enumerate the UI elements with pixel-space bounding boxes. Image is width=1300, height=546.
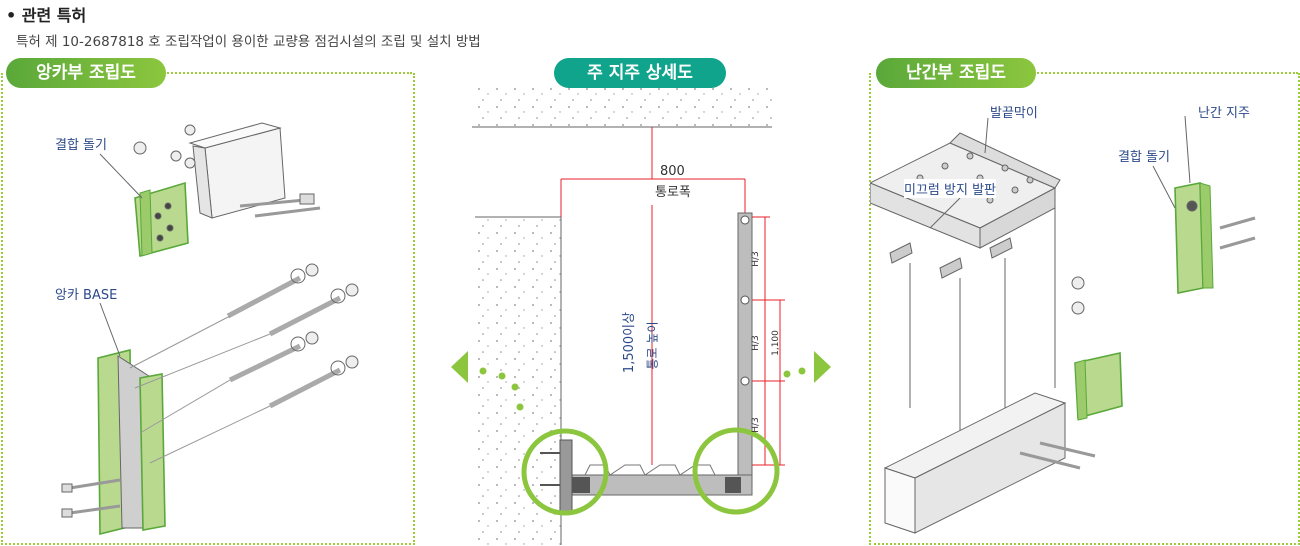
toe-board-label: 발끝막이 [990, 106, 1038, 121]
section-title: • 관련 특허 [6, 6, 87, 25]
anchor-assembly-title: 앙카부 조립도 [6, 58, 166, 88]
anchor-assembly-panel [1, 73, 415, 545]
rail-height-label: 1,100 [770, 330, 781, 356]
coupling-label: 결합 돌기 [55, 138, 107, 153]
arrow-right-icon [814, 351, 831, 383]
height-value: 1,500이상 [622, 311, 638, 374]
arrow-left-icon [451, 351, 468, 383]
height-name: 통로 높이 [645, 321, 660, 370]
post-label: 난간 지주 [1198, 106, 1250, 121]
anti-slip-label: 미끄럼 방지 발판 [904, 179, 996, 198]
railing-assembly-panel [869, 73, 1300, 545]
railing-assembly-drawing [870, 115, 1256, 534]
post-detail-drawing [472, 85, 806, 545]
width-value: 800 [660, 164, 685, 179]
post-detail-title: 주 지주 상세도 [554, 58, 726, 88]
anchor-base-label: 앙카 BASE [55, 288, 118, 303]
railing-assembly-title: 난간부 조립도 [876, 58, 1036, 88]
h3-label-bottom: H/3 [750, 417, 761, 433]
h3-label-middle: H/3 [750, 335, 761, 351]
right-coupling-label: 결합 돌기 [1118, 150, 1170, 165]
patent-reference: 특허 제 10-2687818 호 조립작업이 용이한 교량용 점검시설의 조립… [16, 34, 481, 50]
anchor-assembly-drawing [61, 122, 359, 536]
h3-label-top: H/3 [750, 251, 761, 267]
width-name: 통로폭 [655, 185, 691, 200]
